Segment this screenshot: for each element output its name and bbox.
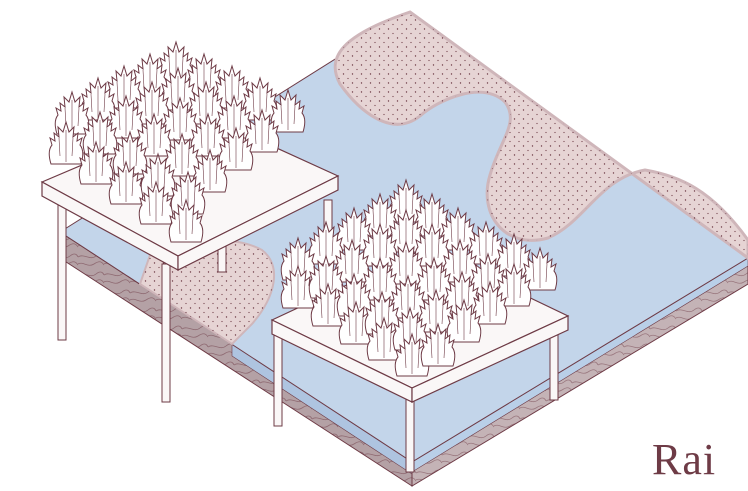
caption-text: Rai bbox=[652, 438, 716, 482]
